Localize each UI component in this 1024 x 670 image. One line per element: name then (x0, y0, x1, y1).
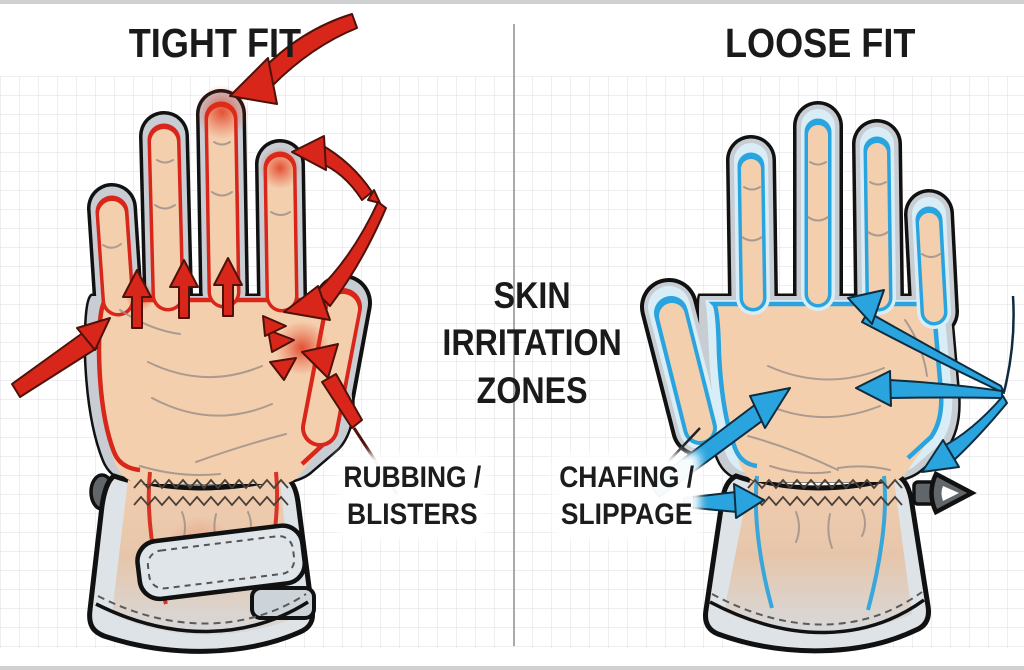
arrow-palm-3 (213, 257, 243, 317)
chafing-slippage-label: CHAFING / SLIPPAGE (512, 460, 742, 534)
left-glove-velcro-strap (135, 523, 316, 620)
center-heading: SKIN IRRITATION ZONES (442, 275, 622, 411)
arrow-wrist-side (939, 395, 1008, 463)
arrow-index-fingertip (317, 143, 373, 201)
arrow-thumb-base-1 (267, 329, 295, 353)
right-wrist-stitching (747, 478, 903, 506)
rubbing-blisters-label: RUBBING / BLISTERS (297, 460, 527, 534)
loose-fit-glove-illustration (640, 101, 977, 654)
arrow-top-fingertip (259, 13, 358, 87)
arrow-upper-palm (861, 311, 1005, 394)
loose-fit-title: LOOSE FIT (724, 20, 916, 66)
arrow-thumb-web (315, 201, 387, 307)
arrow-palm-1 (122, 269, 152, 329)
arrow-from-rubbing-label (321, 373, 363, 429)
tight-fit-title: TIGHT FIT (128, 20, 302, 66)
arrow-thumb-base-2 (269, 357, 297, 381)
arrow-palm-2 (169, 259, 199, 319)
tight-pressure-arrows (11, 13, 399, 495)
right-glove-d-ring (912, 470, 977, 516)
left-wrist-stitching (133, 478, 289, 506)
